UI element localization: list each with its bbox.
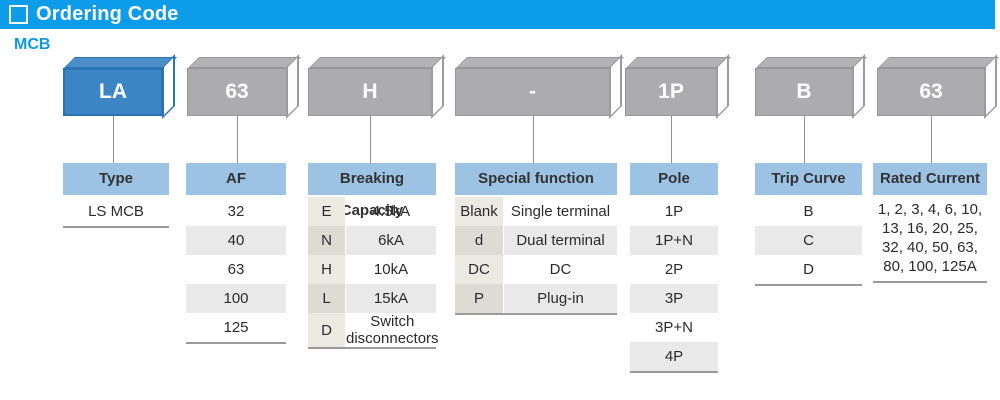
- table-row: 63: [227, 261, 245, 278]
- connector-line: [671, 116, 672, 163]
- square-bullet-icon: [9, 5, 28, 24]
- title-bar: Ordering Code: [0, 0, 995, 29]
- value-cell: Plug-in: [504, 284, 617, 313]
- column-header: AF: [186, 163, 286, 195]
- code-cell: d: [455, 226, 503, 255]
- table-row: 4P: [630, 342, 718, 371]
- code-box-label: -: [455, 68, 610, 116]
- table-row: Blank Single terminal: [455, 197, 617, 226]
- code-cell: L: [308, 284, 345, 313]
- section-label-mcb: MCB: [14, 36, 51, 53]
- column-rated-current: Rated Current 1, 2, 3, 4, 6, 10,13, 16, …: [873, 163, 987, 283]
- value-cell: Switch disconnectors: [346, 313, 439, 347]
- table-row: 2P: [664, 261, 684, 278]
- code-cell: DC: [455, 255, 503, 284]
- table-row: 1P: [664, 203, 684, 220]
- connector-line: [237, 116, 238, 163]
- value-cell: 6kA: [346, 226, 436, 255]
- table-row: LS MCB: [88, 203, 144, 220]
- connector-line: [113, 116, 114, 163]
- code-box-label: 63: [877, 68, 985, 116]
- code-box-trip-curve: B: [755, 68, 853, 163]
- code-cell: N: [308, 226, 345, 255]
- code-cell: P: [455, 284, 503, 313]
- connector-line: [532, 116, 534, 163]
- table-row: 40: [186, 226, 286, 255]
- column-header: Type: [63, 163, 169, 195]
- connector-line: [931, 116, 932, 163]
- table-row: 3P: [630, 284, 718, 313]
- code-box-label: B: [755, 68, 853, 116]
- connector-line: [370, 116, 371, 163]
- column-type: Type LS MCB: [63, 163, 169, 228]
- table-row: 32: [227, 203, 245, 220]
- code-box-special-function: -: [455, 68, 610, 163]
- table-row: 125: [223, 319, 249, 336]
- table-row: D: [803, 261, 814, 278]
- column-af: AF 32 40 63 100 125: [186, 163, 286, 344]
- code-cell: D: [308, 313, 345, 347]
- code-cell: H: [308, 255, 345, 284]
- column-rows: 32 40 63 100 125: [186, 197, 286, 344]
- code-box-breaking-capacity: H: [308, 68, 432, 163]
- column-header: Rated Current: [873, 163, 987, 195]
- column-header: Special function: [455, 163, 617, 195]
- column-pole: Pole 1P 1P+N 2P 3P 3P+N 4P: [630, 163, 718, 373]
- code-box-label: 63: [187, 68, 287, 116]
- code-box-type: LA: [63, 68, 163, 163]
- column-header: Breaking Capacity: [308, 163, 436, 219]
- value-cell: 15kA: [346, 284, 436, 313]
- page-title: Ordering Code: [36, 3, 179, 25]
- rated-current-values: 1, 2, 3, 4, 6, 10,13, 16, 20, 25,32, 40,…: [877, 201, 983, 275]
- code-box-af: 63: [187, 68, 287, 163]
- table-row: 1P+N: [630, 226, 718, 255]
- table-row: E 4.5kA: [308, 197, 436, 226]
- connector-line: [804, 116, 805, 163]
- value-cell: Dual terminal: [504, 226, 617, 255]
- table-row: 3P+N: [655, 319, 693, 336]
- value-cell: 4.5kA: [371, 203, 411, 220]
- column-header: Pole: [630, 163, 718, 195]
- code-cell: Blank: [455, 197, 503, 226]
- table-row: 100: [186, 284, 286, 313]
- value-cell: Single terminal: [510, 203, 611, 220]
- table-row: B: [803, 203, 814, 220]
- column-rows: LS MCB: [63, 197, 169, 228]
- table-row: DC DC: [455, 255, 617, 284]
- code-box-label: H: [308, 68, 432, 116]
- value-cell: DC: [549, 261, 572, 278]
- column-header: Trip Curve: [755, 163, 862, 195]
- code-box-rated-current: 63: [877, 68, 985, 163]
- table-row: C: [755, 226, 862, 255]
- table-row: H 10kA: [308, 255, 436, 284]
- code-box-pole: 1P: [625, 68, 717, 163]
- column-rows: 1, 2, 3, 4, 6, 10,13, 16, 20, 25,32, 40,…: [873, 197, 987, 283]
- column-rows: 1P 1P+N 2P 3P 3P+N 4P: [630, 197, 718, 373]
- code-cell: E: [308, 197, 345, 226]
- value-cell: 10kA: [373, 261, 409, 278]
- code-box-label: 1P: [625, 68, 717, 116]
- code-box-label: LA: [63, 68, 163, 116]
